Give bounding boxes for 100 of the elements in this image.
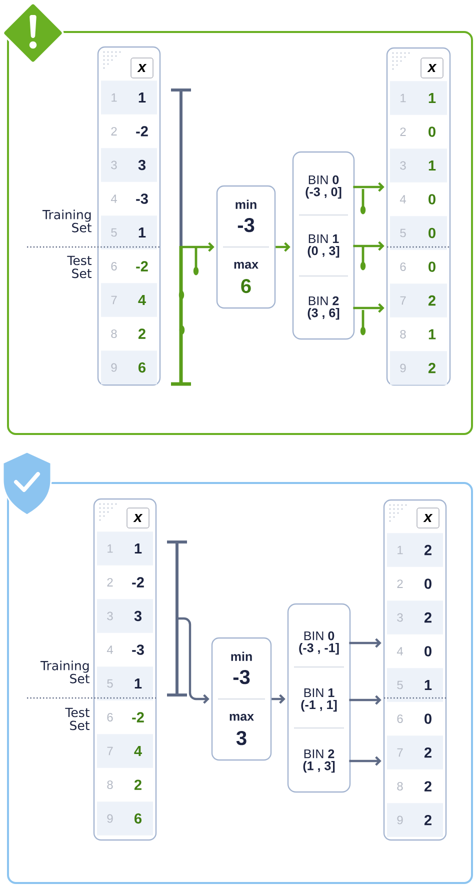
row-number: 9: [111, 363, 117, 372]
cell-value: 3: [134, 610, 142, 622]
cell-value: 2: [424, 747, 432, 758]
arrow: [349, 756, 382, 766]
range-bracket: [167, 540, 187, 696]
cell-value: -3: [136, 194, 148, 204]
cell-value: 2: [424, 544, 432, 556]
bin-cell: BIN 1 (0 , 3]: [308, 234, 340, 258]
value-label: min: [236, 200, 256, 209]
data-table: [93, 498, 157, 841]
arrow: [353, 182, 384, 214]
cell-value: 2: [424, 781, 432, 792]
row-number: 9: [107, 814, 113, 823]
row-number: 5: [107, 679, 113, 688]
row-number: 7: [111, 296, 117, 304]
column-header: x: [416, 508, 440, 528]
value-label: max: [234, 262, 258, 269]
value-text: -3: [233, 670, 250, 684]
cell-value: 1: [428, 329, 436, 340]
row-number: 8: [397, 782, 403, 790]
row-number: 8: [111, 330, 117, 338]
cell-value: 1: [428, 160, 436, 170]
cell-value: 1: [138, 92, 146, 102]
range-bracket: [171, 88, 191, 386]
cell-value: 0: [428, 194, 436, 204]
column-header: x: [420, 58, 444, 78]
row-number: 1: [398, 546, 403, 554]
cell-value: -2: [132, 712, 144, 722]
row-number: 4: [110, 194, 117, 203]
cell-value: 2: [428, 362, 436, 374]
arrow: [181, 242, 214, 276]
row-number: 8: [400, 330, 406, 338]
cell-value: 0: [424, 578, 432, 589]
cell-value: 1: [424, 680, 432, 690]
arrow: [276, 242, 290, 252]
cell-value: -2: [136, 261, 148, 272]
row-number: 6: [107, 713, 113, 722]
cell-value: 0: [428, 228, 436, 238]
cell-value: 2: [134, 780, 142, 790]
bin-cell: BIN 0 (-3 , 0]: [306, 175, 342, 199]
arrow: [349, 638, 382, 648]
row-number: 5: [397, 680, 403, 690]
panel-frame: [7, 31, 473, 435]
row-number: 2: [397, 580, 403, 588]
row-number: 3: [400, 161, 406, 170]
cell-value: 6: [134, 813, 142, 824]
cell-value: 0: [424, 646, 432, 656]
row-number: 9: [397, 816, 403, 824]
row-number: 7: [397, 748, 403, 757]
row-number: 2: [111, 127, 117, 136]
row-number: 5: [400, 228, 406, 238]
row-number: 7: [107, 746, 113, 756]
cell-value: 6: [138, 362, 146, 373]
bin-cell: BIN 0 (-3 , -1]: [299, 631, 339, 655]
row-number: 1: [108, 544, 113, 553]
data-table: [97, 46, 161, 386]
column-header: x: [126, 508, 150, 528]
value-label: min: [231, 652, 252, 661]
bin-cell: BIN 2 (1 , 3]: [303, 749, 335, 773]
cell-value: 0: [428, 262, 436, 272]
row-number: 9: [400, 364, 406, 372]
cell-value: 0: [424, 714, 432, 724]
bin-cell: BIN 1 (-1 , 1]: [301, 688, 337, 712]
cell-value: 4: [138, 295, 146, 305]
arrow: [353, 303, 384, 336]
bins-box: [292, 151, 355, 340]
arrow: [349, 695, 382, 705]
data-table: [383, 499, 447, 841]
row-number: 8: [107, 780, 113, 789]
cell-value: 2: [424, 612, 432, 623]
row-number: 4: [396, 647, 403, 656]
bin-cell: BIN 2 (3 , 6]: [308, 296, 340, 320]
cell-value: 2: [138, 328, 146, 339]
row-number: 6: [400, 262, 406, 271]
row-number: 3: [107, 612, 113, 620]
arrow: [177, 617, 210, 704]
cell-value: 4: [134, 746, 142, 756]
arrow: [353, 241, 384, 270]
row-number: 2: [107, 578, 113, 586]
panel-frame: [7, 482, 473, 884]
cell-value: 1: [428, 93, 436, 103]
row-number: 6: [111, 262, 117, 270]
row-number: 3: [111, 160, 117, 170]
min-max-box: [216, 185, 276, 309]
row-number: 4: [400, 195, 406, 204]
row-number: 1: [112, 93, 117, 102]
arrow: [272, 694, 286, 704]
row-number: 5: [111, 228, 117, 237]
bins-box: [287, 603, 351, 793]
row-number: 2: [400, 128, 406, 136]
data-table: [386, 47, 451, 386]
cell-value: 1: [134, 544, 142, 554]
cell-value: 0: [428, 126, 436, 137]
cell-value: -3: [132, 644, 144, 655]
row-number: 4: [106, 646, 113, 654]
cell-value: 1: [138, 228, 146, 238]
cell-value: 2: [424, 814, 432, 826]
row-number: 3: [397, 613, 403, 622]
cell-value: 1: [134, 678, 142, 688]
min-max-box: [211, 637, 272, 761]
